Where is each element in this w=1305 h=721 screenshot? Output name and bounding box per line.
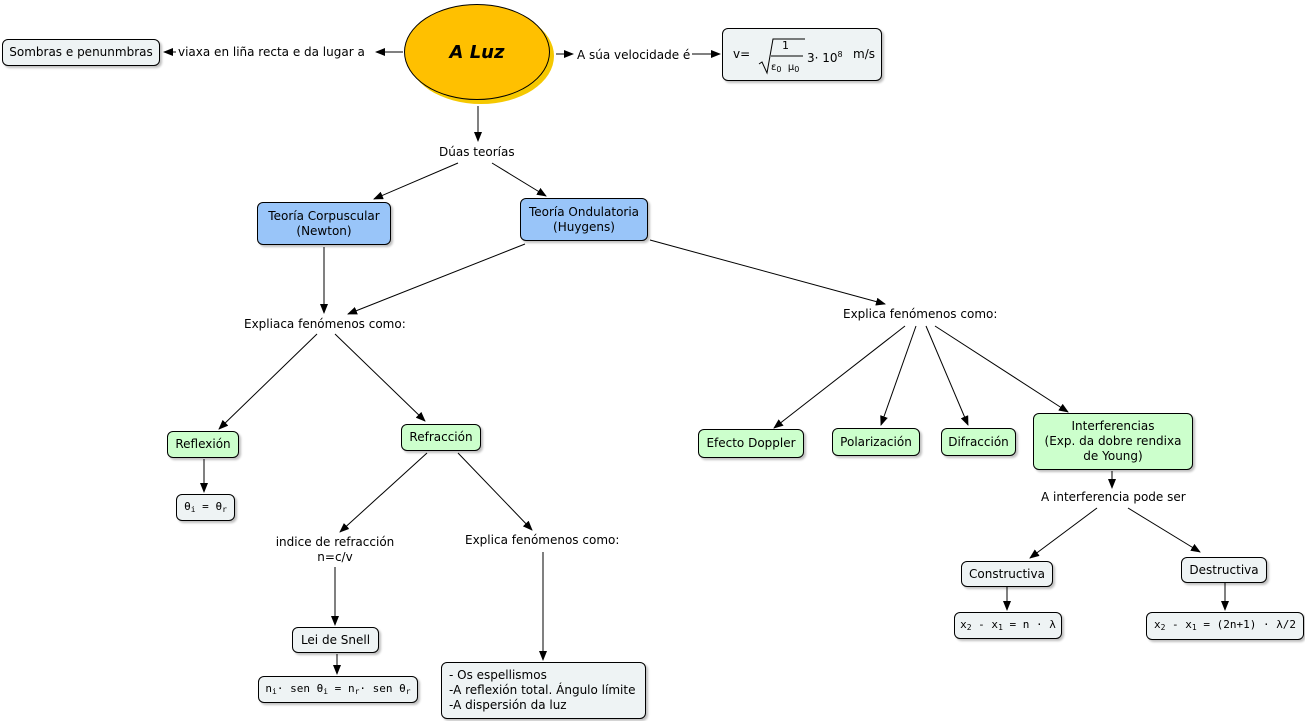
destructive-formula-node[interactable]: x2 - x1 = (2n+1) · λ/2 <box>1146 612 1304 640</box>
diffraction-label: Difracción <box>948 434 1009 449</box>
corpuscular-line1: Teoría Corpuscular <box>268 208 380 223</box>
root-node-wrap: A Luz <box>404 4 554 104</box>
link-label-interference-types: A interferencia pode ser <box>1041 490 1186 505</box>
interference-node[interactable]: Interferencias (Exp. da dobre rendixa de… <box>1033 413 1193 470</box>
root-label: A Luz <box>449 41 505 63</box>
d-rest: = (2n+1) · λ/2 <box>1196 618 1297 631</box>
link-label-straight-line: viaxa en liña recta e da lugar a <box>178 45 365 60</box>
diffraction-node[interactable]: Difracción <box>941 428 1016 456</box>
link-label-velocity: A súa velocidade é <box>577 48 691 63</box>
phenomenon-item: - Os espellismos <box>449 668 547 682</box>
refraction-node[interactable]: Refracción <box>401 424 481 451</box>
refraction-index-line1: indice de refracción <box>275 535 395 549</box>
reflection-law-node[interactable]: θi = θr <box>176 494 235 521</box>
refraction-phenomena-list: - Os espellismos -A reflexión total. Áng… <box>449 668 635 713</box>
snell-formula: ni· sen θi = nr· sen θr <box>265 681 410 699</box>
snell-law-node[interactable]: Lei de Snell <box>292 627 379 653</box>
velocity-lhs: v= <box>733 47 751 61</box>
ondulatoria-line1: Teoría Ondulatoria <box>528 204 640 219</box>
reflection-node[interactable]: Reflexión <box>167 431 239 458</box>
link-label-explains-right: Explica fenómenos como: <box>843 307 998 322</box>
destructive-node[interactable]: Destructiva <box>1181 557 1267 583</box>
corpuscular-theory-label: Teoría Corpuscular(Newton) <box>268 209 379 239</box>
cx1-sub: 1 <box>998 622 1003 632</box>
wave-theory-node[interactable]: Teoría Ondulatoria(Huygens) <box>520 198 648 241</box>
mu-subscript: 0 <box>794 65 800 74</box>
wave-theory-label: Teoría Ondulatoria(Huygens) <box>529 205 639 235</box>
dx2-sub: 2 <box>1160 623 1166 632</box>
interference-line2: (Exp. da dobre rendixa <box>1044 434 1182 448</box>
velocity-formula: v= 1 ε0 μ0 3· 108 m/s <box>727 32 877 77</box>
snell-theta1: θ <box>316 681 324 695</box>
dx2: x <box>1153 618 1161 631</box>
link-label-two-theories: Dúas teorías <box>439 145 515 160</box>
snell-n2-sub: r <box>354 686 360 696</box>
dx1: - x <box>1165 618 1192 631</box>
velocity-formula-node[interactable]: v= 1 ε0 μ0 3· 108 m/s <box>722 28 882 81</box>
doppler-node[interactable]: Efecto Doppler <box>698 429 804 458</box>
theta-i: θ <box>184 499 191 513</box>
interference-line3: de Young) <box>1083 449 1143 463</box>
refraction-index-line2: n=c/v <box>317 550 353 564</box>
snell-formula-node[interactable]: ni· sen θi = nr· sen θr <box>258 676 418 703</box>
velocity-unit: m/s <box>853 47 875 61</box>
snell-theta2: θ <box>399 681 406 695</box>
snell-sen1: · sen <box>276 681 317 695</box>
dx1-sub: 1 <box>1191 623 1197 632</box>
velocity-multiplier: 3· 108 <box>807 47 843 66</box>
theta-r: θ <box>215 499 223 513</box>
link-label-explains-left: Expliaca fenómenos como: <box>244 317 406 332</box>
constructive-node[interactable]: Constructiva <box>961 561 1053 587</box>
ondulatoria-line2: (Huygens) <box>553 219 615 234</box>
link-label-explains-refraction: Explica fenómenos como: <box>465 533 620 548</box>
velocity-mult-value: 3· 10 <box>807 51 838 65</box>
polarization-node[interactable]: Polarización <box>832 428 920 456</box>
destructive-label: Destructiva <box>1189 562 1259 577</box>
snell-law-label: Lei de Snell <box>300 632 371 647</box>
cx1: - x <box>971 617 999 631</box>
theta-r-sub: r <box>222 504 227 514</box>
interference-line1: Interferencias <box>1071 419 1155 433</box>
snell-equals: = <box>328 681 348 695</box>
constructive-formula: x2 - x1 = n · λ <box>960 617 1056 635</box>
doppler-label: Efecto Doppler <box>706 436 796 450</box>
snell-n1-sub: i <box>272 686 277 696</box>
corpuscular-theory-node[interactable]: Teoría Corpuscular(Newton) <box>257 202 391 245</box>
snell-n2: n <box>347 681 355 695</box>
phenomenon-item: -A dispersión da luz <box>449 698 567 712</box>
corpuscular-line2: (Newton) <box>296 223 352 238</box>
snell-theta2-sub: r <box>405 686 411 696</box>
theta-i-sub: i <box>190 504 196 514</box>
reflection-label: Reflexión <box>175 437 231 451</box>
mu-symbol: μ <box>787 62 795 73</box>
epsilon-symbol: ε <box>771 62 777 73</box>
destructive-formula: x2 - x1 = (2n+1) · λ/2 <box>1154 617 1296 635</box>
cx2-sub: 2 <box>966 622 972 632</box>
constructive-formula-node[interactable]: x2 - x1 = n · λ <box>954 612 1062 639</box>
constructive-label: Constructiva <box>969 566 1045 581</box>
snell-n1: n <box>265 681 273 695</box>
refraction-phenomena-node[interactable]: - Os espellismos -A reflexión total. Áng… <box>441 662 646 719</box>
snell-sen2: · sen <box>359 681 400 695</box>
epsilon-subscript: 0 <box>776 65 782 74</box>
link-label-refraction-index: indice de refracción n=c/v <box>275 535 395 565</box>
sqrt-sign-icon <box>758 38 805 75</box>
root-node[interactable]: A Luz <box>404 4 550 100</box>
velocity-denominator: ε0 μ0 <box>771 60 799 77</box>
interference-label: Interferencias (Exp. da dobre rendixa de… <box>1045 419 1182 464</box>
polarization-label: Polarización <box>840 434 912 449</box>
equals-sign: = <box>195 499 216 513</box>
velocity-numerator: 1 <box>782 39 789 52</box>
reflection-law-formula: θi = θr <box>184 499 227 517</box>
c-rest: = n · λ <box>1002 617 1056 631</box>
refraction-label: Refracción <box>409 430 473 444</box>
cx2: x <box>960 617 967 631</box>
shadows-node-label: Sombras e penunmbras <box>9 45 153 59</box>
phenomenon-item: -A reflexión total. Ángulo límite <box>449 683 636 697</box>
snell-theta1-sub: i <box>323 686 329 696</box>
velocity-exponent: 8 <box>837 50 843 59</box>
shadows-node[interactable]: Sombras e penunmbras <box>2 39 160 66</box>
